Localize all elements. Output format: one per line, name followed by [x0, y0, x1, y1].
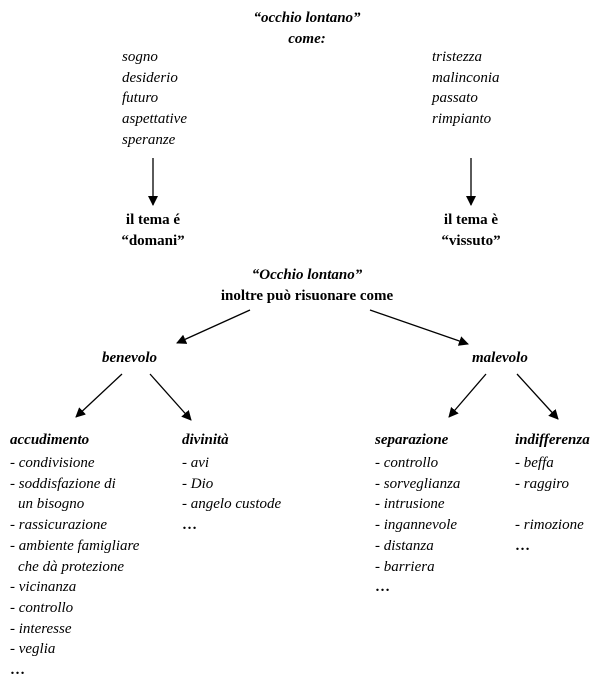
indifferenza-heading: indifferenza: [515, 432, 590, 448]
right-word: rimpianto: [432, 111, 492, 128]
accudimento-heading: accudimento: [10, 432, 90, 448]
arrow-to-indifferenza: [516, 373, 559, 420]
benevolo-label: benevolo: [102, 350, 157, 366]
list-item: - angelo custode: [182, 496, 282, 513]
list-item: - barriera: [375, 558, 435, 575]
arrow-to-accudimento: [75, 373, 123, 418]
list-item: - interesse: [10, 620, 72, 637]
list-item: - sorveglianza: [375, 475, 461, 492]
left-word: aspettative: [122, 111, 187, 128]
divinita-list: - avi - Dio - angelo custode …: [182, 453, 281, 536]
middle-title: “Occhio lontano”: [251, 267, 363, 283]
list-item: - distanza: [375, 537, 434, 554]
left-result-line1: il tema é: [125, 212, 181, 228]
top-title-line1: “occhio lontano”: [253, 10, 361, 26]
list-item: - avi: [182, 455, 210, 471]
list-item: - veglia: [10, 641, 56, 658]
list-ellipsis: …: [10, 662, 25, 679]
left-word-list: sogno desiderio futuro aspettative spera…: [122, 47, 187, 151]
list-item: - beffa: [515, 455, 554, 471]
indifferenza-list: - beffa - raggiro - rimozione …: [515, 453, 584, 557]
list-item: - rassicurazione: [10, 517, 108, 534]
middle-subtitle: inoltre può risuonare come: [220, 288, 394, 304]
arrow-to-divinita: [149, 373, 192, 421]
list-item: - ambiente famigliare: [10, 537, 140, 554]
arrow-to-separazione: [448, 373, 487, 418]
left-word: speranze: [122, 131, 176, 148]
list-ellipsis: …: [375, 579, 390, 596]
list-item: che dà protezione: [18, 558, 125, 575]
right-word: passato: [432, 90, 478, 107]
right-result-line2: “vissuto”: [441, 233, 501, 249]
list-ellipsis: …: [515, 537, 530, 554]
arrow-to-malevolo: [369, 309, 469, 346]
left-result-line2: “domani”: [121, 233, 185, 249]
list-ellipsis: …: [182, 517, 197, 534]
list-item: - ingannevole: [375, 517, 458, 534]
right-word-list: tristezza malinconia passato rimpianto: [432, 47, 500, 130]
list-item: - condivisione: [10, 455, 95, 471]
top-title-line2: come:: [288, 31, 326, 47]
list-item: - vicinanza: [10, 579, 77, 596]
list-item: - controllo: [10, 599, 74, 616]
right-word: tristezza: [432, 49, 483, 65]
right-word: malinconia: [432, 69, 500, 86]
right-result-line1: il tema è: [443, 212, 499, 228]
accudimento-list: - condivisione - soddisfazione di un bis…: [10, 453, 139, 681]
list-item: - Dio: [182, 475, 214, 492]
list-item: - controllo: [375, 455, 439, 471]
left-word: sogno: [122, 49, 158, 65]
malevolo-label: malevolo: [472, 350, 528, 366]
left-word: futuro: [122, 90, 159, 107]
list-item: - raggiro: [515, 475, 570, 492]
divinita-heading: divinità: [182, 432, 229, 448]
list-item: - rimozione: [515, 517, 584, 534]
left-word: desiderio: [122, 69, 178, 86]
arrow-to-benevolo: [176, 309, 251, 344]
separazione-list: - controllo - sorveglianza - intrusione …: [375, 453, 460, 598]
list-item: - intrusione: [375, 496, 445, 513]
list-item: - soddisfazione di: [10, 475, 116, 492]
separazione-heading: separazione: [375, 432, 449, 448]
list-item: un bisogno: [18, 496, 85, 513]
list-spacer: [515, 494, 584, 515]
